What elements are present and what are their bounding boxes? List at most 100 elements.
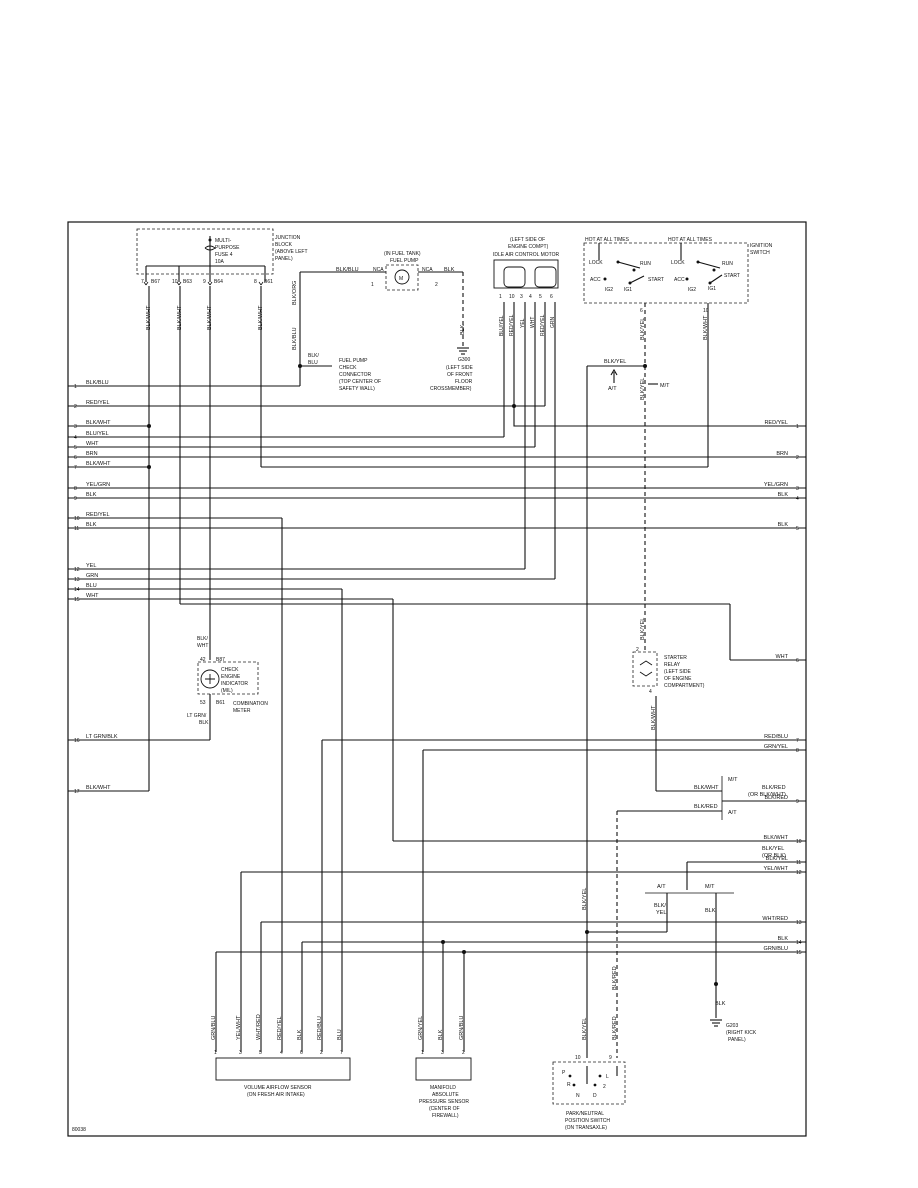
svg-text:2: 2 — [435, 282, 438, 288]
svg-text:BLK/YEL: BLK/YEL — [762, 846, 784, 852]
svg-text:YEL: YEL — [520, 318, 526, 328]
svg-text:BLK/WHT: BLK/WHT — [146, 305, 152, 330]
svg-text:BLK/YEL: BLK/YEL — [582, 888, 588, 910]
left-wire-label: BLK/WHT — [86, 420, 111, 426]
diagram-frame — [67, 221, 807, 1137]
svg-text:(ON TRANSAXLE): (ON TRANSAXLE) — [565, 1125, 607, 1131]
svg-text:START: START — [648, 277, 664, 283]
right-wire-label: GRN/BLU — [764, 946, 788, 952]
svg-text:1: 1 — [371, 282, 374, 288]
svg-text:A/T: A/T — [657, 884, 666, 890]
vaf-wire-label: YEL/WHT — [236, 1015, 242, 1040]
right-wire-label: YEL/GRN — [764, 482, 788, 488]
svg-text:9: 9 — [609, 1055, 612, 1061]
svg-text:YEL: YEL — [656, 910, 666, 916]
svg-text:D: D — [593, 1093, 597, 1099]
svg-text:HOT AT ALL TIMES: HOT AT ALL TIMES — [668, 237, 713, 243]
left-wire-label: BLK/WHT — [86, 785, 111, 791]
svg-text:BLK/RED: BLK/RED — [762, 785, 786, 791]
svg-text:BLK/: BLK/ — [654, 903, 666, 909]
svg-text:ENGINE COMPT): ENGINE COMPT) — [508, 244, 549, 250]
svg-text:IG2: IG2 — [605, 287, 613, 293]
left-pin-number: 10 — [74, 516, 80, 522]
right-wire-label: BLK — [778, 492, 789, 498]
svg-text:BLU: BLU — [308, 360, 318, 366]
svg-text:10: 10 — [172, 279, 178, 285]
right-wire-label: RED/BLU — [764, 734, 788, 740]
svg-text:L: L — [606, 1074, 609, 1080]
svg-text:BLK/RED: BLK/RED — [612, 1016, 618, 1040]
left-wire-label: BLK/BLU — [86, 380, 109, 386]
svg-text:10: 10 — [509, 294, 515, 300]
check-engine-indicator: BLK/ WHT 42 B87 53 B61 CHECK ENGINE INDI… — [187, 636, 268, 726]
svg-text:COMBINATION: COMBINATION — [233, 701, 268, 707]
right-pin-number: 9 — [796, 799, 799, 805]
vaf-pin-number: 7 — [340, 1050, 343, 1056]
right-pin-number: 1 — [796, 424, 799, 430]
svg-text:VOLUME AIRFLOW SENSOR: VOLUME AIRFLOW SENSOR — [244, 1085, 312, 1091]
park-neutral-switch: 10 9 BLK/YEL BLK/RED P L R 2 N D PARK/NE… — [552, 1016, 626, 1131]
left-pin-number: 2 — [74, 404, 77, 410]
svg-text:M/T: M/T — [660, 383, 670, 389]
svg-text:PRESSURE SENSOR: PRESSURE SENSOR — [419, 1099, 469, 1105]
svg-text:FUEL PUMP: FUEL PUMP — [390, 258, 419, 264]
svg-text:(LEFT SIDE: (LEFT SIDE — [664, 669, 692, 675]
svg-text:42: 42 — [200, 657, 206, 663]
right-wire-label: GRN/YEL — [764, 744, 788, 750]
junction-block-label: JUNCTION — [275, 235, 301, 241]
volume-airflow-sensor: VOLUME AIRFLOW SENSOR (ON FRESH AIR INTA… — [215, 1057, 351, 1098]
svg-text:(OR BLK): (OR BLK) — [762, 853, 786, 859]
right-wire-label: BLK/WHT — [764, 835, 789, 841]
svg-text:G203: G203 — [726, 1023, 738, 1029]
left-pin-number: 4 — [74, 435, 77, 441]
svg-text:BLK: BLK — [199, 720, 209, 726]
vaf-pins: 1GRN/BLU3YEL/WHT5WHT/RED4RED/YEL6BLK2RED… — [211, 1014, 343, 1056]
svg-text:INDICATOR: INDICATOR — [221, 681, 248, 687]
svg-text:2: 2 — [603, 1084, 606, 1090]
left-pin-number: 11 — [74, 526, 79, 532]
vaf-wire-label: RED/YEL — [277, 1016, 283, 1040]
svg-text:2: 2 — [636, 647, 639, 653]
left-pin-number: 1 — [74, 384, 77, 390]
left-pin-number: 14 — [74, 587, 80, 593]
svg-text:HOT AT ALL TIMES: HOT AT ALL TIMES — [585, 237, 630, 243]
svg-text:ABSOLUTE: ABSOLUTE — [432, 1092, 459, 1098]
svg-text:M: M — [399, 276, 403, 282]
svg-text:B63: B63 — [183, 279, 192, 285]
svg-text:(TOP CENTER OF: (TOP CENTER OF — [339, 379, 381, 385]
svg-text:10A: 10A — [215, 259, 225, 265]
vaf-pin-number: 4 — [280, 1050, 283, 1056]
map-pin-number: 3 — [441, 1050, 444, 1056]
svg-text:9: 9 — [203, 279, 206, 285]
svg-text:10: 10 — [703, 308, 709, 314]
svg-text:6: 6 — [550, 294, 553, 300]
right-pin-number: 6 — [796, 658, 799, 664]
svg-text:OF ENGINE: OF ENGINE — [664, 676, 692, 682]
right-wire-label: BRN — [776, 451, 788, 457]
vaf-pin-number: 2 — [320, 1050, 323, 1056]
svg-text:BLK/WHT: BLK/WHT — [651, 705, 657, 730]
svg-text:4: 4 — [529, 294, 532, 300]
map-pin-number: 2 — [462, 1050, 465, 1056]
svg-text:(IN FUEL TANK): (IN FUEL TANK) — [384, 251, 421, 257]
svg-text:SAFETY WALL): SAFETY WALL) — [339, 386, 375, 392]
map-wire-label: GRN/YEL — [418, 1016, 424, 1040]
svg-text:B61: B61 — [216, 700, 225, 706]
svg-text:FLOOR: FLOOR — [455, 379, 473, 385]
right-pin-number: 5 — [796, 526, 799, 532]
svg-text:5: 5 — [539, 294, 542, 300]
svg-text:BLK/: BLK/ — [197, 636, 208, 642]
right-pin-number: 10 — [796, 839, 802, 845]
svg-text:LOCK: LOCK — [589, 260, 603, 266]
vaf-wire-label: WHT/RED — [256, 1014, 262, 1040]
svg-text:RUN: RUN — [722, 261, 733, 267]
svg-text:RED/YEL: RED/YEL — [509, 314, 515, 336]
svg-text:B87: B87 — [216, 657, 225, 663]
left-pin-number: 8 — [74, 486, 77, 492]
svg-text:10: 10 — [575, 1055, 581, 1061]
svg-text:COMPARTMENT): COMPARTMENT) — [664, 683, 705, 689]
map-pin-number: 1 — [421, 1050, 424, 1056]
svg-text:BLK/WHT: BLK/WHT — [703, 315, 709, 340]
vaf-wire-label: GRN/BLU — [211, 1016, 217, 1040]
svg-text:BLK/BLU: BLK/BLU — [292, 327, 298, 350]
